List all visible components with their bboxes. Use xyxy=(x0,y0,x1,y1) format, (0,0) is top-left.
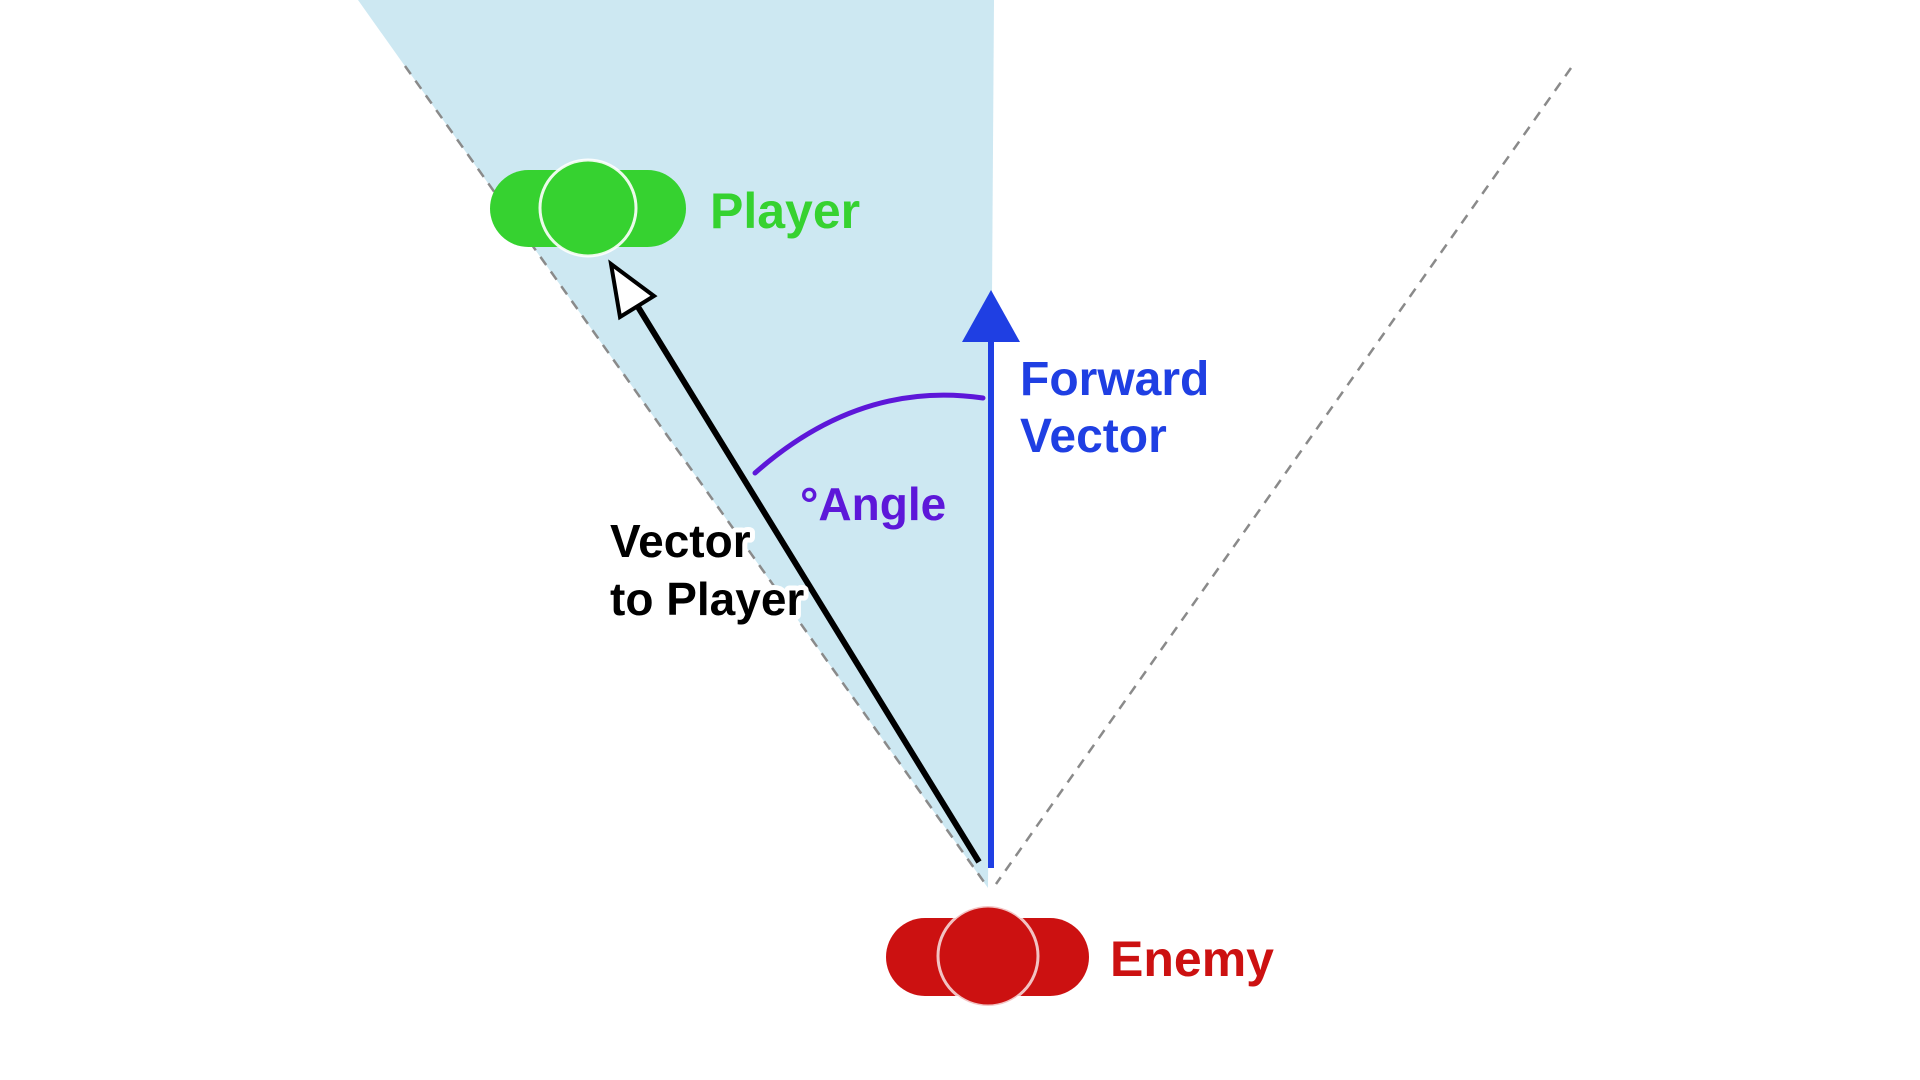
enemy-label: Enemy xyxy=(1110,931,1274,987)
forward-vector-arrow xyxy=(962,290,1020,868)
forward-vector-arrowhead xyxy=(962,290,1020,342)
right-fov-dashed-line xyxy=(994,67,1573,885)
vector-to-player-label-line2: to Player xyxy=(610,573,804,625)
vector-to-player-arrowhead xyxy=(608,259,658,321)
player-label: Player xyxy=(710,183,860,239)
angle-label: °Angle xyxy=(800,478,946,530)
vector-to-player-arrow xyxy=(608,259,982,864)
player-head-circle xyxy=(538,158,638,258)
enemy-marker xyxy=(886,904,1089,1008)
angle-arc xyxy=(752,392,986,476)
vision-cone xyxy=(358,0,994,888)
forward-vector-label-line2: Vector xyxy=(1020,410,1167,463)
vector-to-player-line xyxy=(632,300,982,864)
vector-to-player-label-line1: Vector xyxy=(610,515,751,567)
forward-vector-label-line1: Forward xyxy=(1020,353,1209,406)
enemy-head-circle xyxy=(936,904,1040,1008)
player-marker xyxy=(490,158,686,258)
